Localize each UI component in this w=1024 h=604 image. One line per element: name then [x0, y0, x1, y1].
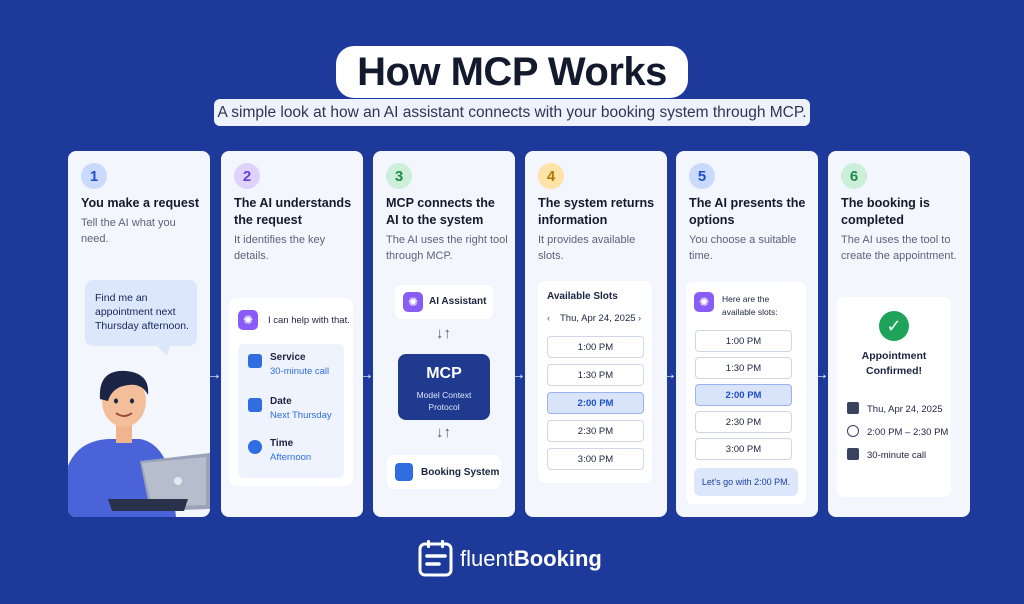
bubble-tail-icon: [155, 344, 171, 356]
chevron-right-icon[interactable]: ›: [638, 313, 642, 324]
slots-title: Available Slots: [547, 291, 618, 302]
step-card-1: 1 You make a request Tell the AI what yo…: [68, 151, 210, 517]
slots-panel: Available Slots ‹ Thu, Apr 24, 2025 › 1:…: [538, 281, 652, 483]
step-description: The AI uses the tool to create the appoi…: [841, 234, 957, 262]
step-description: It provides available slots.: [538, 234, 636, 262]
ai-assistant-icon: ✺: [403, 292, 423, 312]
brand-name-light: fluent: [460, 546, 514, 571]
page-title: How MCP Works: [336, 46, 688, 98]
step-card-6: 6 The booking is completed The AI uses t…: [828, 151, 970, 517]
detail-value: Next Thursday: [270, 410, 332, 421]
slots-date: Thu, Apr 24, 2025: [560, 313, 636, 324]
time-slot[interactable]: 3:00 PM: [547, 448, 644, 470]
fluentbooking-logo-icon: [418, 540, 453, 577]
calendar-icon: [847, 402, 859, 414]
confirm-date: Thu, Apr 24, 2025: [867, 404, 943, 415]
flow-arrow-icon: →: [813, 366, 829, 383]
step-title: The system returns information: [538, 196, 655, 227]
step-description: It identifies the key details.: [234, 234, 326, 262]
step-title: The AI presents the options: [689, 196, 806, 227]
time-slot[interactable]: 2:30 PM: [547, 420, 644, 442]
step-number-badge: 4: [538, 163, 564, 189]
clock-icon: [847, 425, 859, 437]
check-icon: ✓: [879, 311, 909, 341]
step-title: MCP connects the AI to the system: [386, 196, 495, 227]
step-description: You choose a suitable time.: [689, 234, 797, 262]
detail-label: Service: [270, 352, 306, 363]
step-number-badge: 5: [689, 163, 715, 189]
calendar-icon: [248, 354, 262, 368]
video-icon: [847, 448, 859, 460]
mcp-title: MCP: [426, 365, 462, 382]
booking-system-box: Booking System: [387, 455, 501, 489]
step-title: You make a request: [81, 196, 200, 210]
details-box: Service 30-minute call Date Next Thursda…: [238, 344, 344, 478]
detail-label: Time: [270, 438, 294, 449]
step-card-2: 2 The AI understands the request It iden…: [221, 151, 363, 517]
booking-system-label: Booking System: [421, 467, 500, 478]
clock-icon: [248, 440, 262, 454]
brand-logo: fluentBooking: [418, 539, 608, 579]
ai-assistant-box: ✺ AI Assistant: [395, 285, 493, 319]
user-reply-bubble: Let's go with 2:00 PM.: [694, 468, 798, 496]
person-with-laptop-icon: [68, 370, 210, 517]
ai-chat-text: Here are the available slots:: [722, 294, 778, 317]
time-slot[interactable]: 1:00 PM: [695, 330, 792, 352]
ai-chat-text: I can help with that.: [268, 315, 350, 326]
confirm-duration: 30-minute call: [867, 450, 927, 461]
bidirectional-arrow-icon: ↓↑: [436, 325, 451, 342]
understanding-panel: ✺ I can help with that. Service 30-minut…: [229, 298, 353, 486]
confirm-time-row: 2:00 PM – 2:30 PM: [847, 425, 948, 438]
ai-assistant-label: AI Assistant: [429, 296, 487, 307]
step-description: Tell the AI what you need.: [81, 217, 176, 245]
step-card-4: 4 The system returns information It prov…: [525, 151, 667, 517]
mcp-subtitle: Model Context Protocol: [416, 390, 472, 412]
confirm-duration-row: 30-minute call: [847, 448, 926, 461]
flow-arrow-icon: →: [661, 366, 677, 383]
time-slot-selected[interactable]: 2:00 PM: [547, 392, 644, 414]
step-description: The AI uses the right tool through MCP.: [386, 234, 508, 262]
ai-assistant-icon: ✺: [238, 310, 258, 330]
time-slot[interactable]: 1:00 PM: [547, 336, 644, 358]
request-text: Find me an appointment next Thursday aft…: [95, 292, 189, 332]
calendar-icon: [248, 398, 262, 412]
step-card-5: 5 The AI presents the options You choose…: [676, 151, 818, 517]
step-title: The AI understands the request: [234, 196, 352, 227]
flow-arrow-icon: →: [510, 366, 526, 383]
step-number-badge: 2: [234, 163, 260, 189]
chevron-left-icon[interactable]: ‹: [547, 313, 551, 324]
step-number-badge: 3: [386, 163, 412, 189]
brand-name: fluentBooking: [460, 546, 602, 572]
detail-value: 30-minute call: [270, 366, 330, 377]
brand-name-bold: Booking: [513, 546, 602, 571]
flow-arrow-icon: →: [206, 366, 222, 383]
detail-value: Afternoon: [270, 452, 312, 463]
flow-arrow-icon: →: [358, 366, 374, 383]
page-subtitle: A simple look at how an AI assistant con…: [214, 99, 810, 126]
time-slot[interactable]: 3:00 PM: [695, 438, 792, 460]
time-slot[interactable]: 1:30 PM: [695, 357, 792, 379]
time-slot[interactable]: 2:30 PM: [695, 411, 792, 433]
step-number-badge: 1: [81, 163, 107, 189]
calendar-icon: [395, 463, 413, 481]
confirm-title: Appointment Confirmed!: [861, 350, 927, 377]
step-card-3: 3 MCP connects the AI to the system The …: [373, 151, 515, 517]
mcp-box: MCP Model Context Protocol: [398, 354, 490, 420]
confirm-time: 2:00 PM – 2:30 PM: [867, 427, 949, 438]
detail-label: Date: [270, 396, 292, 407]
time-slot-selected[interactable]: 2:00 PM: [695, 384, 792, 406]
options-panel: ✺ Here are the available slots: 1:00 PM …: [686, 282, 806, 504]
step-number-badge: 6: [841, 163, 867, 189]
bidirectional-arrow-icon: ↓↑: [436, 424, 451, 441]
confirmation-panel: ✓ Appointment Confirmed! Thu, Apr 24, 20…: [837, 297, 951, 497]
step-title: The booking is completed: [841, 196, 930, 227]
time-slot[interactable]: 1:30 PM: [547, 364, 644, 386]
confirm-date-row: Thu, Apr 24, 2025: [847, 402, 943, 415]
request-bubble: Find me an appointment next Thursday aft…: [85, 280, 197, 356]
ai-assistant-icon: ✺: [694, 292, 714, 312]
